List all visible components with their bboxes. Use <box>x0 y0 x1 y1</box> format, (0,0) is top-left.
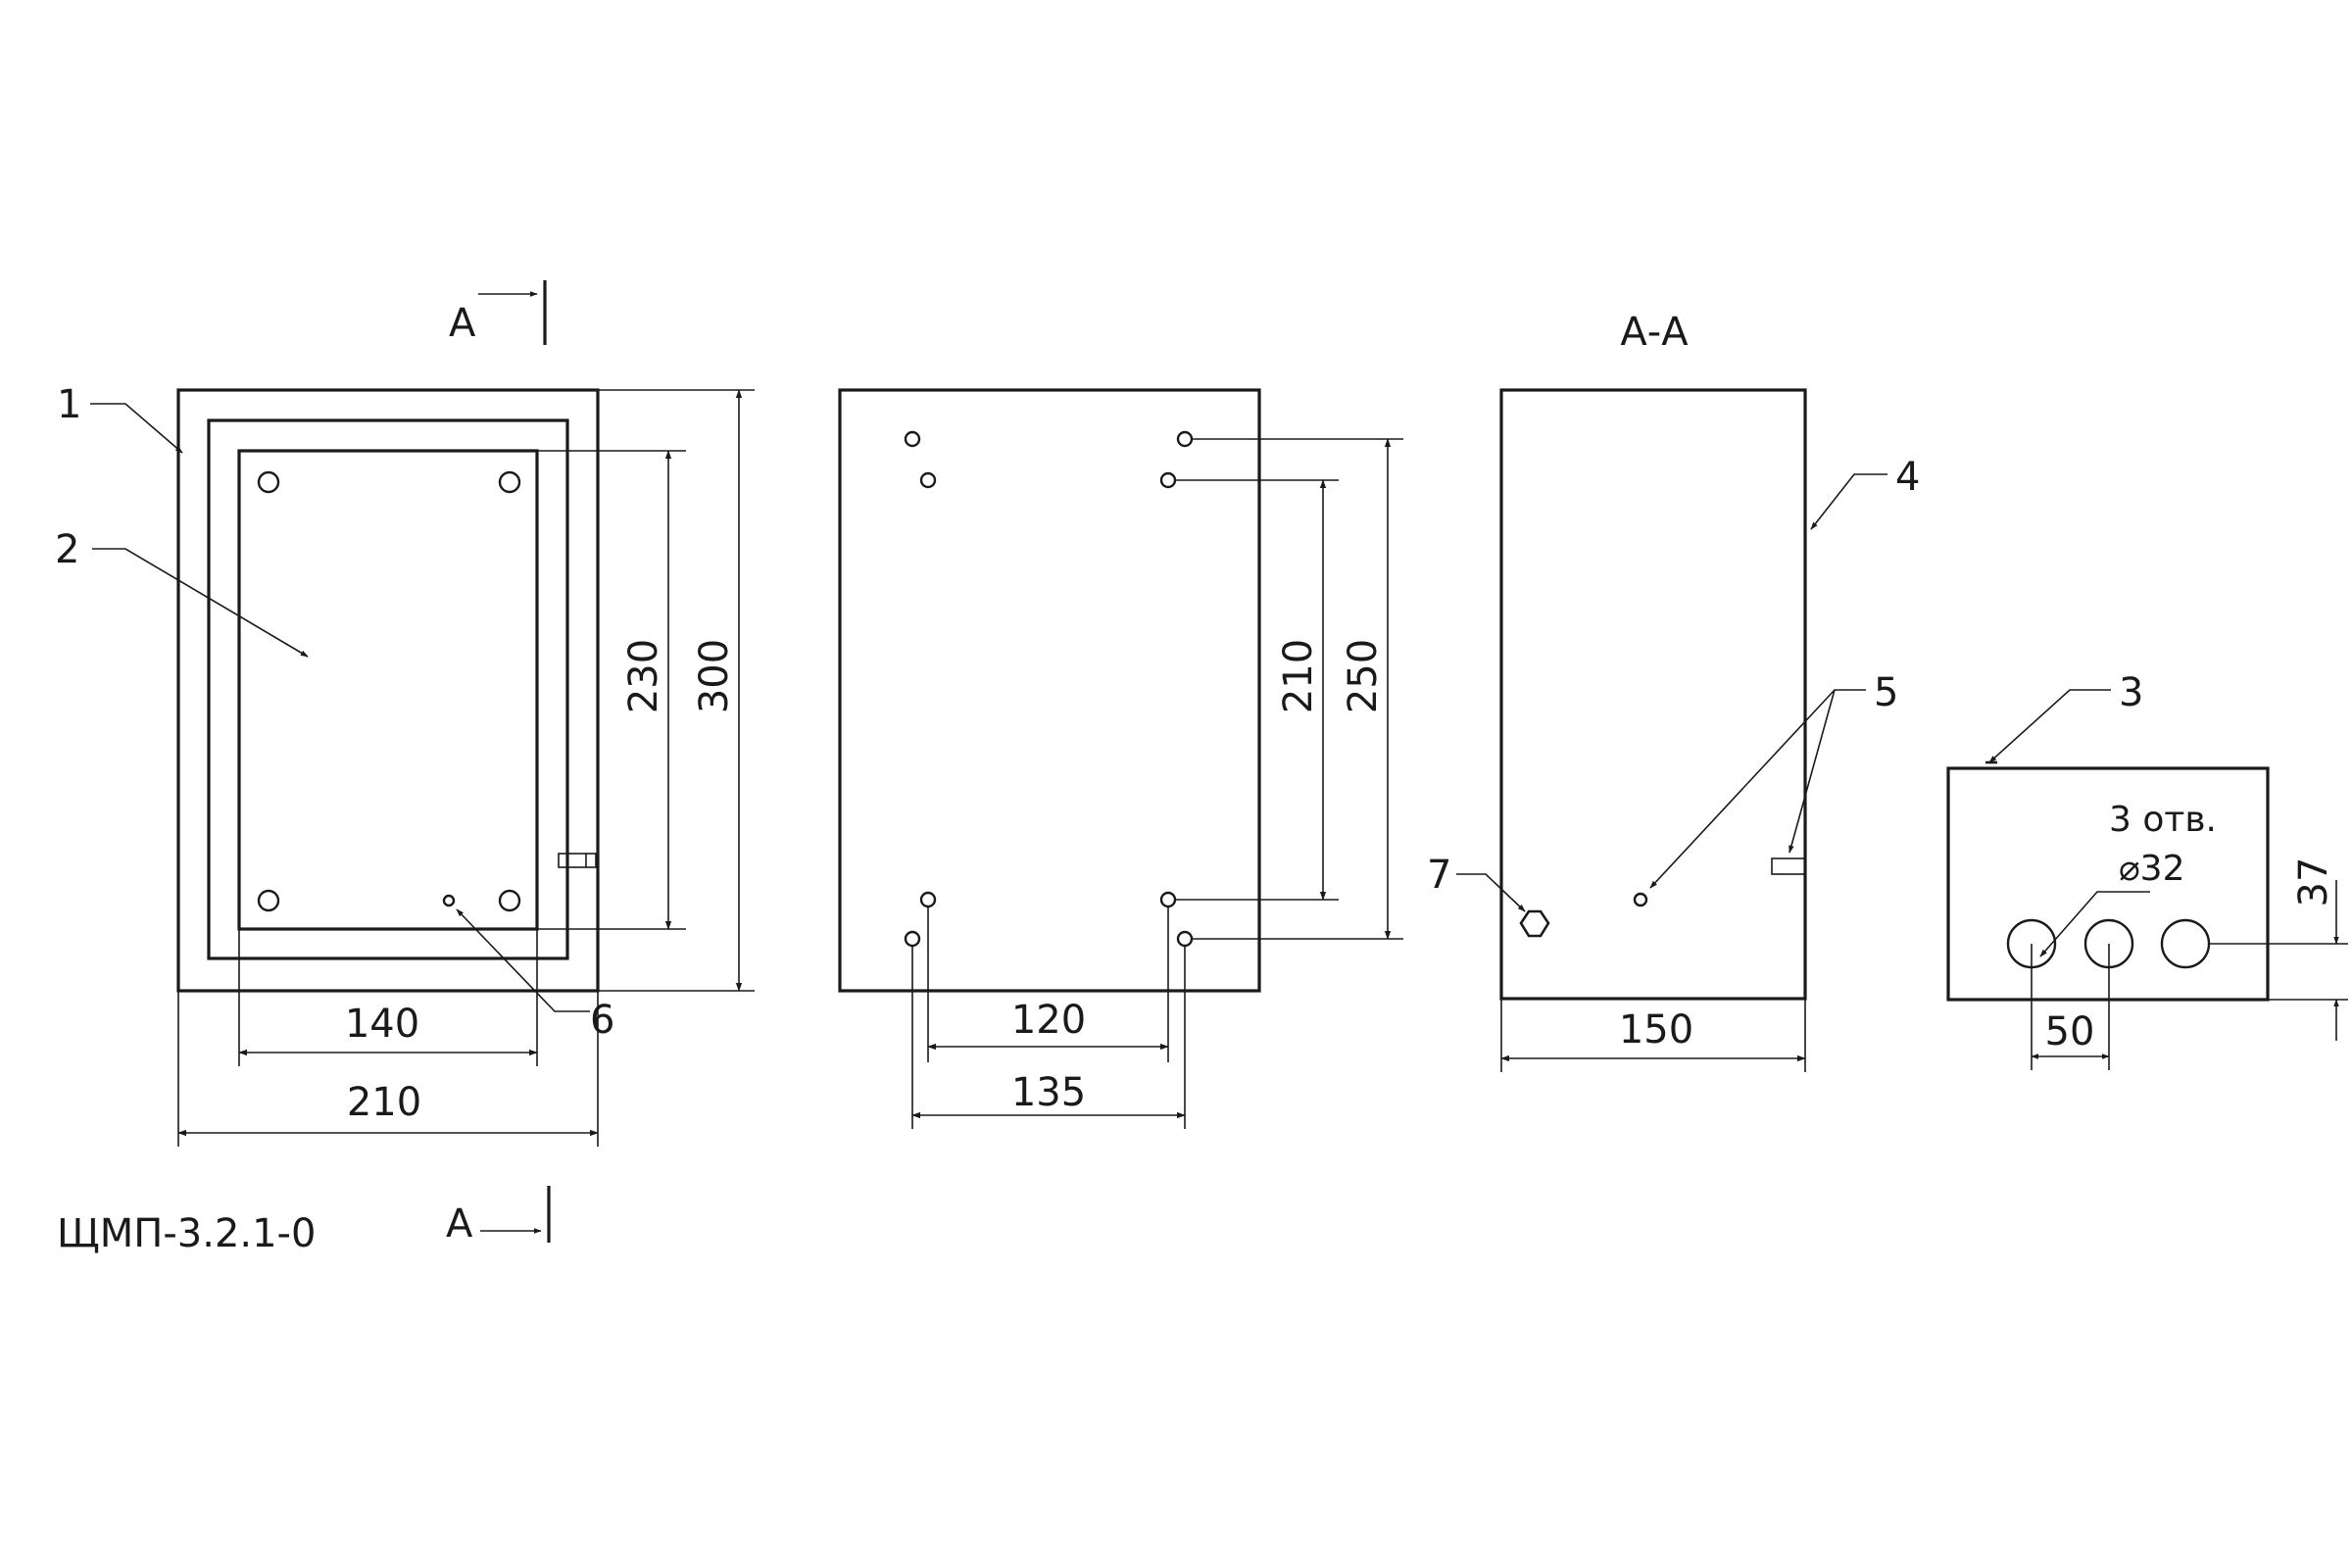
part-number-4: 4 <box>1895 455 1920 500</box>
side-outline <box>1499 388 1807 1001</box>
mount-hole <box>904 930 921 948</box>
bottom-view: 3 отв. ⌀32 50 37 3 <box>1946 670 2348 1070</box>
holes-note-diameter: ⌀32 <box>2119 849 2184 889</box>
dim-depth: 150 <box>1619 1007 1693 1053</box>
dim-inner-width: 140 <box>345 1002 419 1047</box>
mount-hole <box>1159 471 1177 489</box>
dim-width: 210 <box>347 1080 421 1125</box>
part-number-7: 7 <box>1427 853 1451 898</box>
panel-hole <box>498 889 521 912</box>
part-number-5: 5 <box>1874 670 1898 715</box>
cable-entry-hole <box>2160 918 2211 969</box>
part-number-1: 1 <box>57 382 81 427</box>
panel-hole <box>257 889 280 912</box>
dim-mount-height-inner: 210 <box>1276 639 1321 713</box>
part-number-6: 6 <box>590 998 614 1043</box>
bottom-outline <box>1946 766 2270 1002</box>
part-number-3: 3 <box>2119 670 2143 715</box>
dim-mount-width-inner: 120 <box>1011 998 1086 1043</box>
part-number-2: 2 <box>55 527 79 572</box>
section-marker-bottom: А <box>446 1201 473 1247</box>
mounting-panel <box>237 449 539 931</box>
dim-mount-width-outer: 135 <box>1011 1070 1086 1115</box>
dim-height: 300 <box>692 639 737 713</box>
mount-hole <box>1159 891 1177 908</box>
dim-hole-spacing: 50 <box>2045 1009 2095 1054</box>
mount-hole <box>904 430 921 448</box>
mount-hole <box>919 471 937 489</box>
panel-hole <box>498 470 521 494</box>
ground-bolt-side <box>1633 892 1648 907</box>
mount-hole <box>1176 930 1194 948</box>
lock-side <box>1771 858 1806 875</box>
enclosure-outline <box>176 388 600 993</box>
panel-hole <box>257 470 280 494</box>
cable-gland-nut <box>1519 909 1550 938</box>
back-wall-outline <box>838 388 1261 993</box>
mount-hole <box>919 891 937 908</box>
section-marker-top: А <box>449 301 476 346</box>
back-view: 210 250 120 135 <box>838 388 1403 1129</box>
dim-inner-height: 230 <box>621 639 666 713</box>
ground-bolt <box>442 894 456 907</box>
section-view: А-А 150 4 5 7 <box>1427 310 1920 1072</box>
mount-hole <box>1176 430 1194 448</box>
holes-note-count: 3 отв. <box>2109 800 2217 840</box>
front-view: А А 140 210 230 300 1 2 6 <box>55 280 755 1247</box>
drawing-title: ЩМП-3.2.1-0 <box>57 1211 316 1256</box>
section-label: А-А <box>1620 310 1689 355</box>
dim-mount-height-outer: 250 <box>1341 639 1386 713</box>
door-lock <box>558 853 597 868</box>
dim-hole-offset: 37 <box>2291 858 2336 907</box>
door-frame <box>207 418 569 960</box>
